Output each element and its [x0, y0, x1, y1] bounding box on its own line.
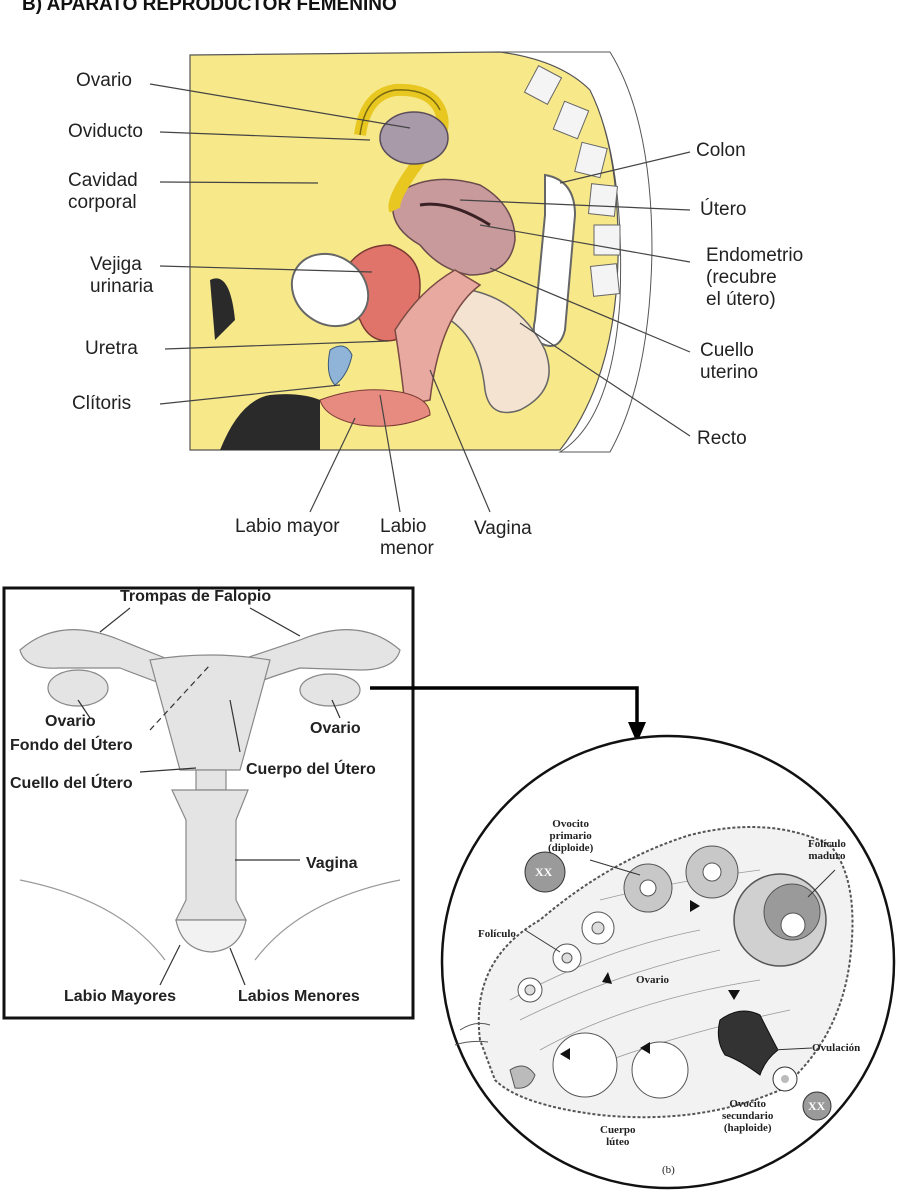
chromosome-label-secondary: XX	[808, 1100, 825, 1112]
label-labio-mayor: Labio mayor	[235, 516, 340, 538]
label-cavidad-corporal: Cavidad corporal	[68, 170, 138, 214]
chromosome-label-primary: XX	[535, 866, 552, 878]
label-foliculo-maduro: Folículo maduro	[808, 838, 846, 862]
label-endometrio: Endometrio (recubre el útero)	[706, 245, 803, 311]
label-ovario: Ovario	[76, 70, 132, 92]
label-ovocito-secundario: Ovocito secundario (haploide)	[722, 1098, 773, 1134]
label-labio-mayores: Labio Mayores	[64, 988, 176, 1006]
sagittal-illustration	[190, 52, 652, 452]
label-trompas-de-falopio: Trompas de Falopio	[120, 588, 271, 606]
label-cuerpo-luteo: Cuerpo lúteo	[600, 1124, 635, 1148]
label-panel-b: (b)	[662, 1164, 675, 1176]
label-ovocito-primario: Ovocito primario (diploide)	[548, 818, 593, 854]
label-recto: Recto	[697, 428, 747, 450]
label-ovario-interno: Ovario	[636, 974, 669, 986]
label-utero: Útero	[700, 199, 746, 221]
label-uretra: Uretra	[85, 338, 138, 360]
label-ovario-derecho: Ovario	[310, 720, 361, 738]
label-vejiga-urinaria: Vejiga urinaria	[90, 254, 153, 298]
label-ovario-izquierdo: Ovario	[45, 713, 96, 731]
label-colon: Colon	[696, 140, 746, 162]
label-labio-menor: Labio menor	[380, 516, 434, 560]
label-vagina-frontal: Vagina	[306, 855, 358, 873]
label-labios-menores: Labios Menores	[238, 988, 360, 1006]
label-foliculo: Folículo	[478, 928, 516, 940]
label-cuello-del-utero: Cuello del Útero	[10, 775, 133, 793]
label-fondo-del-utero: Fondo del Útero	[10, 737, 133, 755]
label-cuello-uterino: Cuello uterino	[700, 340, 758, 384]
label-vagina: Vagina	[474, 518, 532, 540]
label-oviducto: Oviducto	[68, 121, 143, 143]
label-cuerpo-del-utero: Cuerpo del Útero	[246, 761, 376, 779]
label-clitoris: Clítoris	[72, 393, 131, 415]
label-ovulacion: Ovulación	[812, 1042, 860, 1054]
